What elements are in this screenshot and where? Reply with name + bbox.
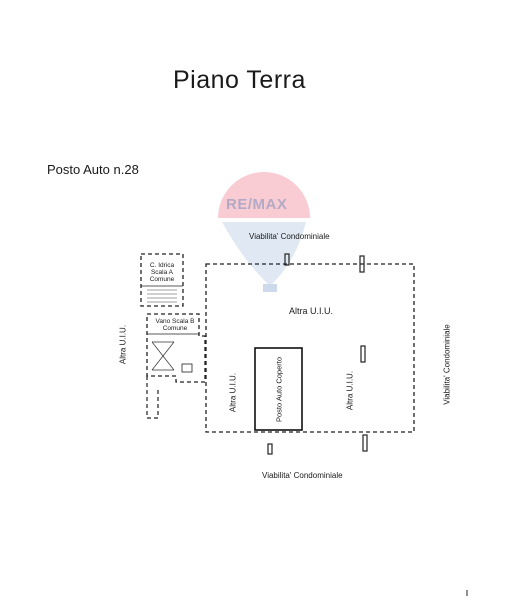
road-label-right: Viabilita' Condominiale — [442, 324, 452, 405]
other-unit-label-far-left: Altra U.I.U. — [118, 324, 128, 365]
main-building-outline — [205, 263, 415, 433]
opening-mark-bottom-left — [267, 443, 273, 455]
left-wall-extension — [146, 376, 159, 419]
stair-a-outline — [140, 253, 184, 307]
balloon-basket — [263, 284, 277, 292]
other-unit-label-left: Altra U.I.U. — [228, 372, 238, 413]
stair-b-small-box — [181, 363, 193, 373]
other-unit-label-top: Altra U.I.U. — [289, 306, 334, 316]
balloon-top-red — [218, 172, 310, 218]
other-unit-label-right: Altra U.I.U. — [345, 370, 355, 411]
stair-b-cross — [151, 341, 175, 371]
remax-watermark-text: RE/MAX — [226, 196, 288, 213]
stair-a-steps — [147, 289, 177, 303]
parking-space-label: Posto Auto Coperto — [274, 356, 284, 423]
page-title: Piano Terra — [173, 66, 306, 94]
opening-mark-top-right — [359, 255, 365, 273]
stair-a-label: C. Idrica Scala A Comune — [149, 262, 175, 283]
opening-mark-mid — [360, 345, 366, 363]
road-label-bottom: Viabilita' Condominiale — [262, 471, 343, 480]
remax-watermark — [218, 172, 310, 292]
parking-space-outline — [254, 347, 303, 431]
opening-mark-top-left — [284, 253, 290, 266]
parking-number-label: Posto Auto n.28 — [47, 162, 139, 177]
stair-b-label: Vano Scala B Comune — [155, 318, 195, 332]
road-label-top: Viabilita' Condominiale — [249, 232, 330, 241]
opening-mark-bottom-right — [362, 434, 368, 452]
balloon-bottom-blue — [222, 222, 306, 286]
stair-b-outline — [146, 313, 206, 383]
